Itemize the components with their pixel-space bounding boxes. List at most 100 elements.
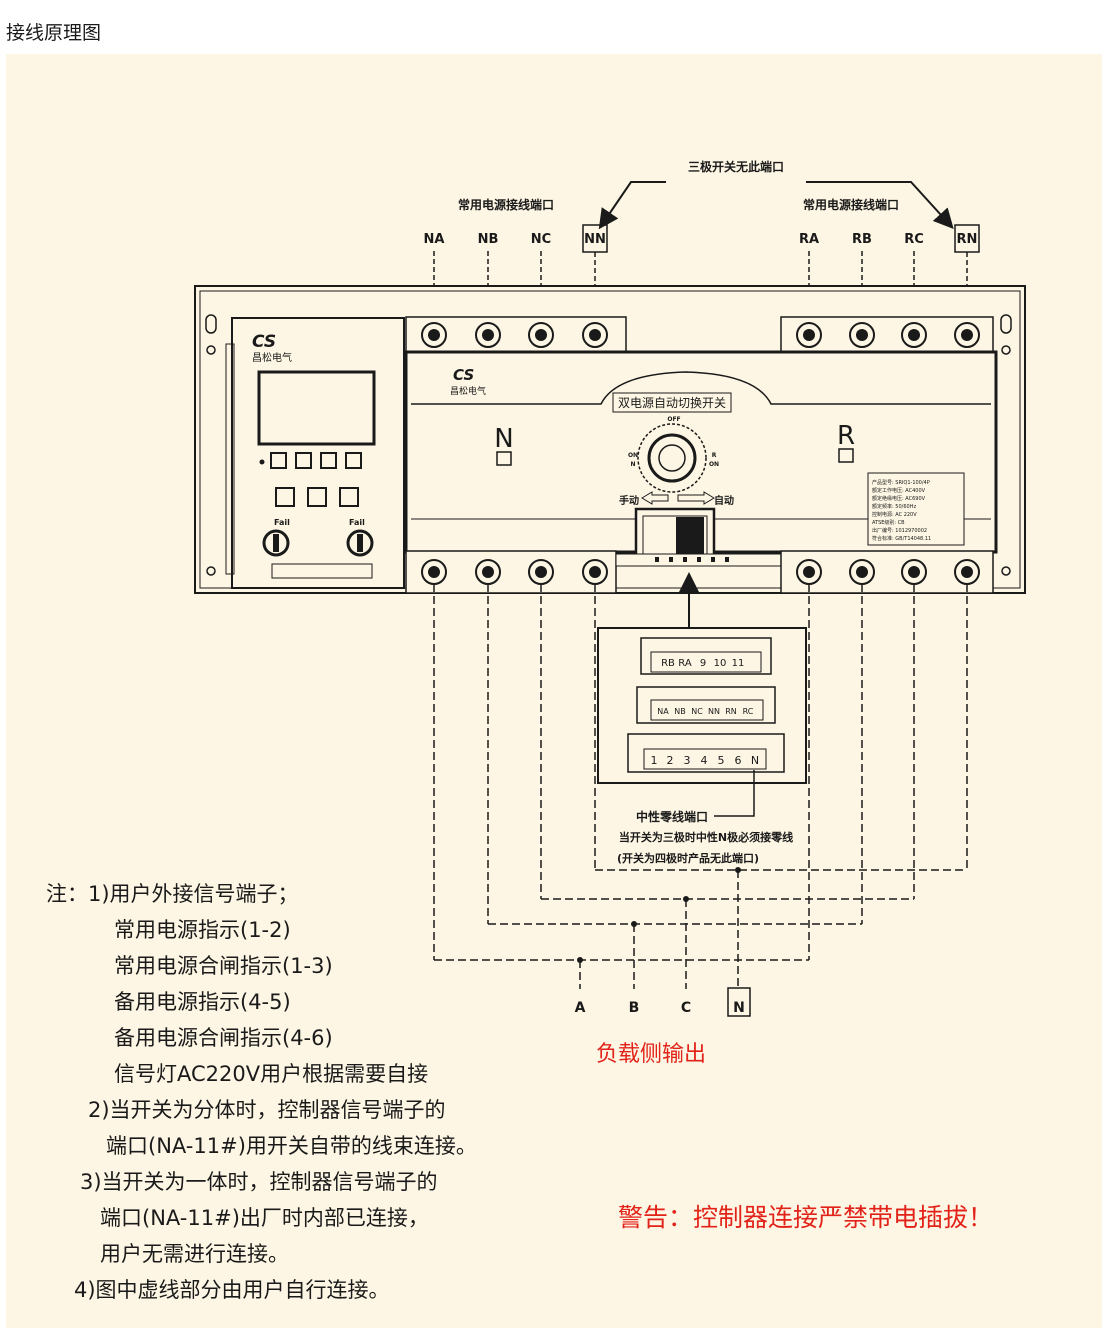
terminal-label-nc: NC bbox=[531, 232, 551, 247]
controller bbox=[231, 317, 405, 589]
controller-brand: 昌松电气 bbox=[252, 351, 292, 364]
note-line: 端口(NA-11#)用开关自带的线束连接。 bbox=[106, 1134, 477, 1158]
note-line: 备用电源指示(4-5) bbox=[114, 990, 291, 1014]
sig-rc: RC bbox=[743, 707, 754, 716]
top-annotation: 三极开关无此端口 bbox=[688, 159, 784, 174]
nameplate-line-8: 符合标准: GB/T14048.11 bbox=[872, 535, 931, 542]
nameplate-line-7: 出厂编号: 1012970002 bbox=[872, 527, 927, 534]
note-line: 备用电源合闸指示(4-6) bbox=[114, 1026, 333, 1050]
controller-fail-left: Fail bbox=[274, 518, 290, 527]
neutral-port-label: 中性零线端口 bbox=[636, 809, 708, 824]
sig-rb: RB bbox=[661, 658, 675, 669]
note-line: 3)当开关为一体时，控制器信号端子的 bbox=[80, 1170, 438, 1194]
knob-on-r-label: R bbox=[712, 452, 717, 459]
auto-label: 自动 bbox=[714, 494, 734, 507]
load-output-label: 负载侧输出 bbox=[596, 1042, 707, 1067]
controller-key-7[interactable] bbox=[339, 487, 359, 507]
note-line: 注：1)用户外接信号端子； bbox=[46, 882, 299, 906]
sig-nb: NB bbox=[674, 707, 685, 716]
warning-text: 警告：控制器连接严禁带电插拔！ bbox=[618, 1203, 994, 1232]
signal-row-2: NA NB NC NN RN RC bbox=[636, 686, 776, 724]
top-terminal-block-normal bbox=[405, 316, 627, 356]
note-line: 信号灯AC220V用户根据需要自接 bbox=[114, 1062, 429, 1086]
note-line: 常用电源合闸指示(1-3) bbox=[114, 954, 333, 978]
sig-nn: NN bbox=[708, 707, 720, 716]
nameplate-line-2: 额定工作电压: AC400V bbox=[872, 487, 926, 494]
switch-title: 双电源自动切换开关 bbox=[618, 396, 726, 410]
sig-2: 2 bbox=[667, 754, 674, 767]
nameplate-line-6: ATSE级别: CB bbox=[872, 519, 905, 526]
terminal-label-ra: RA bbox=[799, 232, 819, 247]
svg-text:ON: ON bbox=[709, 461, 719, 468]
bottom-terminal-block-backup bbox=[780, 550, 994, 594]
sig-rn: RN bbox=[725, 707, 737, 716]
controller-fail-right: Fail bbox=[349, 518, 365, 527]
note-line: 用户无需进行连接。 bbox=[100, 1242, 289, 1266]
neutral-note-1: 当开关为三极时中性N极必须接零线 bbox=[619, 830, 793, 844]
backup-port-label: 常用电源接线端口 bbox=[803, 197, 899, 212]
normal-port-label: 常用电源接线端口 bbox=[458, 197, 554, 212]
sig-9: 9 bbox=[700, 658, 706, 669]
nameplate-line-3: 额定绝缘电压: AC690V bbox=[872, 495, 926, 502]
wiring-diagram: 三极开关无此端口 常用电源接线端口 常用电源接线端口 NA NB NC NN R… bbox=[194, 159, 1026, 1017]
controller-key-3[interactable] bbox=[320, 452, 337, 469]
sig-n: N bbox=[751, 754, 759, 767]
terminal-label-nb: NB bbox=[478, 232, 499, 247]
bottom-terminal-block-normal bbox=[405, 550, 617, 594]
diagram-panel: 三极开关无此端口 常用电源接线端口 常用电源接线端口 NA NB NC NN R… bbox=[6, 54, 1102, 1328]
sig-nc: NC bbox=[691, 707, 703, 716]
signal-row-3: 1 2 3 4 5 6 N bbox=[627, 733, 785, 773]
note-line: 常用电源指示(1-2) bbox=[114, 918, 291, 942]
output-c: C bbox=[681, 1000, 691, 1016]
output-n: N bbox=[733, 1000, 745, 1016]
controller-logo: CS bbox=[252, 332, 276, 352]
notes: 注：1)用户外接信号端子； 常用电源指示(1-2) 常用电源合闸指示(1-3) … bbox=[46, 876, 477, 1308]
sig-11: 11 bbox=[732, 658, 745, 669]
terminal-label-rn: RN bbox=[957, 232, 978, 247]
terminal-label-nn: NN bbox=[584, 232, 606, 247]
switch-r-label: R bbox=[837, 421, 855, 451]
controller-key-2[interactable] bbox=[295, 452, 312, 469]
switch-brand: 昌松电气 bbox=[450, 385, 486, 397]
annotation-arrow-right bbox=[806, 181, 954, 229]
controller-key-4[interactable] bbox=[345, 452, 362, 469]
sig-na: NA bbox=[657, 707, 669, 716]
switch-n-label: N bbox=[494, 424, 513, 454]
signal-row-1: RB RA 9 10 11 bbox=[640, 637, 772, 675]
controller-key-5[interactable] bbox=[275, 487, 295, 507]
knob-on-n-label: ON bbox=[628, 452, 638, 459]
top-terminal-block-backup bbox=[780, 316, 994, 356]
power-icon-right[interactable] bbox=[346, 529, 374, 557]
neutral-note-2: (开关为四极时产品无此端口) bbox=[617, 851, 759, 865]
annotation-arrow-left bbox=[598, 181, 666, 230]
selector-knob-icon[interactable] bbox=[637, 423, 707, 493]
sig-3: 3 bbox=[684, 754, 691, 767]
sig-1: 1 bbox=[651, 754, 658, 767]
nameplate bbox=[867, 472, 965, 546]
manual-label: 手动 bbox=[619, 494, 639, 507]
power-icon-left[interactable] bbox=[262, 529, 290, 557]
sig-6: 6 bbox=[735, 754, 742, 767]
note-line: 端口(NA-11#)出厂时内部已连接， bbox=[100, 1206, 429, 1230]
nameplate-line-4: 额定频率: 50/60Hz bbox=[872, 503, 916, 510]
note-line: 4)图中虚线部分由用户自行连接。 bbox=[74, 1278, 390, 1302]
page-title: 接线原理图 bbox=[6, 22, 102, 44]
terminal-label-na: NA bbox=[424, 232, 445, 247]
note-line: 2)当开关为分体时，控制器信号端子的 bbox=[88, 1098, 446, 1122]
sig-5: 5 bbox=[718, 754, 725, 767]
sig-ra: RA bbox=[678, 658, 692, 669]
sig-4: 4 bbox=[701, 754, 708, 767]
output-a: A bbox=[575, 1000, 586, 1016]
output-b: B bbox=[629, 1000, 640, 1016]
knob-off-label: OFF bbox=[667, 416, 680, 423]
svg-text:N: N bbox=[630, 461, 635, 468]
nameplate-line-1: 产品型号: SRIQ1-100/4P bbox=[872, 479, 930, 486]
controller-key-1[interactable] bbox=[270, 452, 287, 469]
controller-key-6[interactable] bbox=[307, 487, 327, 507]
nameplate-line-5: 控制电源: AC 220V bbox=[872, 511, 917, 518]
sig-10: 10 bbox=[714, 658, 727, 669]
terminal-label-rc: RC bbox=[904, 232, 924, 247]
terminal-label-rb: RB bbox=[852, 232, 872, 247]
controller-lcd bbox=[257, 370, 376, 446]
switch-logo: CS bbox=[453, 366, 474, 384]
